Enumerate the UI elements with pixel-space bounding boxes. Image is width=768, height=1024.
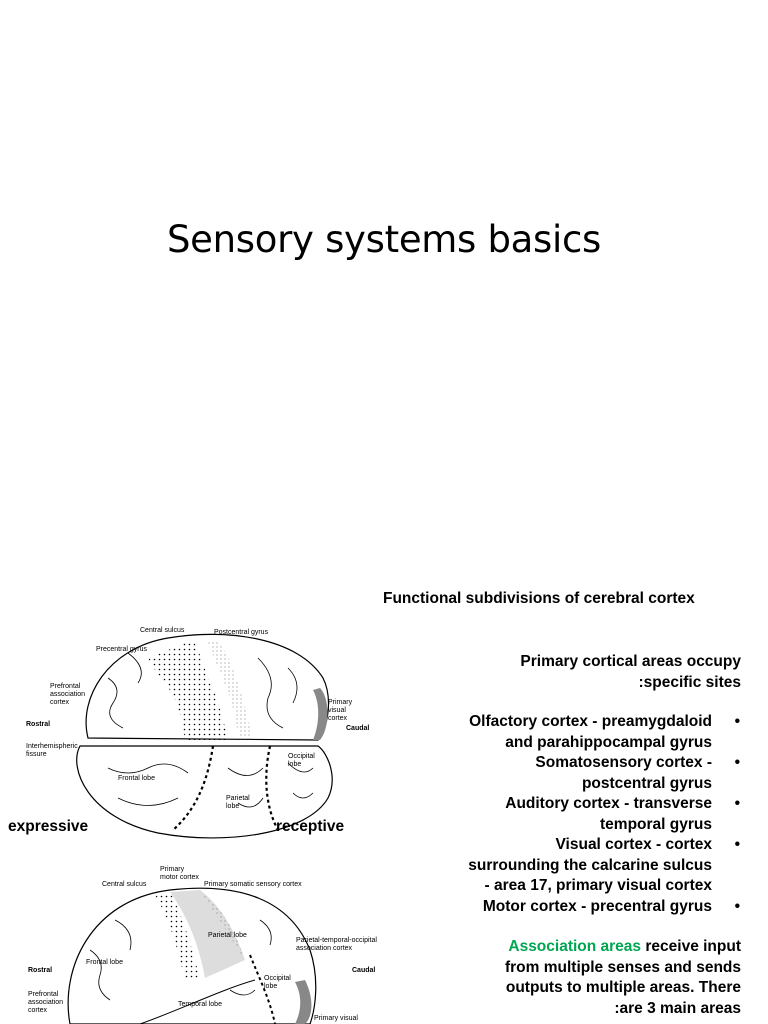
primary-heading-line-1: Primary cortical areas occupy [520,653,741,670]
label-primary-visual-1: Primary [328,699,353,706]
label-parietal-1: Parietal [226,795,250,802]
bullet-line: Somatosensory cortex - [535,754,712,771]
bullet-dot: • [734,897,740,915]
association-line-4: :are 3 main areas [614,999,741,1017]
bullet-dot: • [734,836,740,853]
label-central-sulcus: Central sulcus [140,627,185,634]
bullet-line: Motor cortex - precentral gyrus [482,897,712,915]
label-central-sulcus-2: Central sulcus [102,881,147,888]
bullet-line: and parahippocampal gyrus [505,733,712,751]
association-line-1: Association areas receive input [505,937,741,958]
label-temporal-lobe: Temporal lobe [178,1001,222,1008]
label-postcentral-gyrus: Postcentral gyrus [214,629,269,636]
bullet-line: - area 17, primary visual cortex [484,877,712,894]
brain-dorsal-illustration: Central sulcus Postcentral gyrus Precent… [26,627,369,839]
bullet-dot: • [734,795,740,812]
brain-lateral-figure: Primary motor cortex Central sulcus Prim… [20,860,380,1024]
association-areas-highlight: Association areas [508,938,642,955]
label-primary-visual-b: Primary visual [314,1015,358,1022]
label-occipital-2: lobe [288,761,301,768]
label-interhemispheric-1: Interhemispheric [26,743,78,750]
label-pto-2: association cortex [296,945,353,952]
label-primary-visual-3: cortex [328,715,348,722]
label-prefrontal-3b: cortex [28,1007,48,1014]
slide-1-title: Sensory systems basics [166,218,602,261]
bullet-line: Olfactory cortex - preamygdaloid [469,713,712,730]
bullet-dot: • [734,754,740,771]
bullet-line: Auditory cortex - transverse [505,795,712,812]
brain-dorsal-figure: Central sulcus Postcentral gyrus Precent… [8,618,388,848]
label-primary-somatic: Primary somatic sensory cortex [204,881,302,888]
list-item: • Auditory cortex - transverse temporal … [410,794,740,835]
label-prefrontal-3: cortex [50,699,70,706]
label-frontal-lobe-2: Frontal lobe [86,959,123,966]
label-parietal-lobe: Parietal lobe [208,932,247,939]
bullet-line: Visual cortex - cortex [555,836,712,853]
list-item: • Somatosensory cortex - postcentral gyr… [410,753,740,794]
label-prefrontal-2: association [50,691,85,698]
bullet-dot: • [734,713,740,730]
label-primary-motor-1: Primary [160,866,185,873]
association-line-2: from multiple senses and sends [504,958,741,976]
label-rostral: Rostral [26,721,50,728]
label-receptive: receptive [276,818,345,835]
bullet-line: postcentral gyrus [581,774,712,792]
bullet-line: surrounding the calcarine sulcus [468,856,712,874]
association-line-1-rest: receive input [641,938,741,955]
association-areas-paragraph: Association areas receive input from mul… [505,937,741,1019]
label-primary-motor-2: motor cortex [160,874,199,881]
label-occipital-1b: Occipital [264,975,291,982]
label-occipital-2b: lobe [264,983,277,990]
primary-areas-heading: Primary cortical areas occupy :specific … [520,652,741,693]
list-item: • Motor cortex - precentral gyrus [410,897,740,918]
label-primary-visual-2: visual [328,707,346,714]
cortex-bullet-list: • Olfactory cortex - preamygdaloid and p… [410,712,740,917]
label-prefrontal-1: Prefrontal [50,683,81,690]
list-item: • Visual cortex - cortex surrounding the… [410,835,740,897]
bullet-line: temporal gyrus [600,815,712,833]
label-interhemispheric-2: fissure [26,751,47,758]
label-precentral-gyrus: Precentral gyrus [96,646,147,653]
slide-2-title: Functional subdivisions of cerebral cort… [383,590,695,607]
label-expressive: expressive [8,818,89,835]
label-occipital-1: Occipital [288,753,315,760]
label-frontal-lobe: Frontal lobe [118,775,155,782]
list-item: • Olfactory cortex - preamygdaloid and p… [410,712,740,753]
label-parietal-2: lobe [226,803,239,810]
label-caudal: Caudal [346,725,369,732]
primary-heading-line-2: :specific sites [638,673,741,691]
label-pto-1: Parietal-temporal-occipital [296,937,377,944]
association-line-3: outputs to multiple areas. There [505,979,741,996]
label-caudal-2: Caudal [352,967,375,974]
label-rostral-2: Rostral [28,967,52,974]
label-prefrontal-2b: association [28,999,63,1006]
brain-lateral-illustration: Primary motor cortex Central sulcus Prim… [28,866,377,1024]
label-prefrontal-1b: Prefrontal [28,991,59,998]
